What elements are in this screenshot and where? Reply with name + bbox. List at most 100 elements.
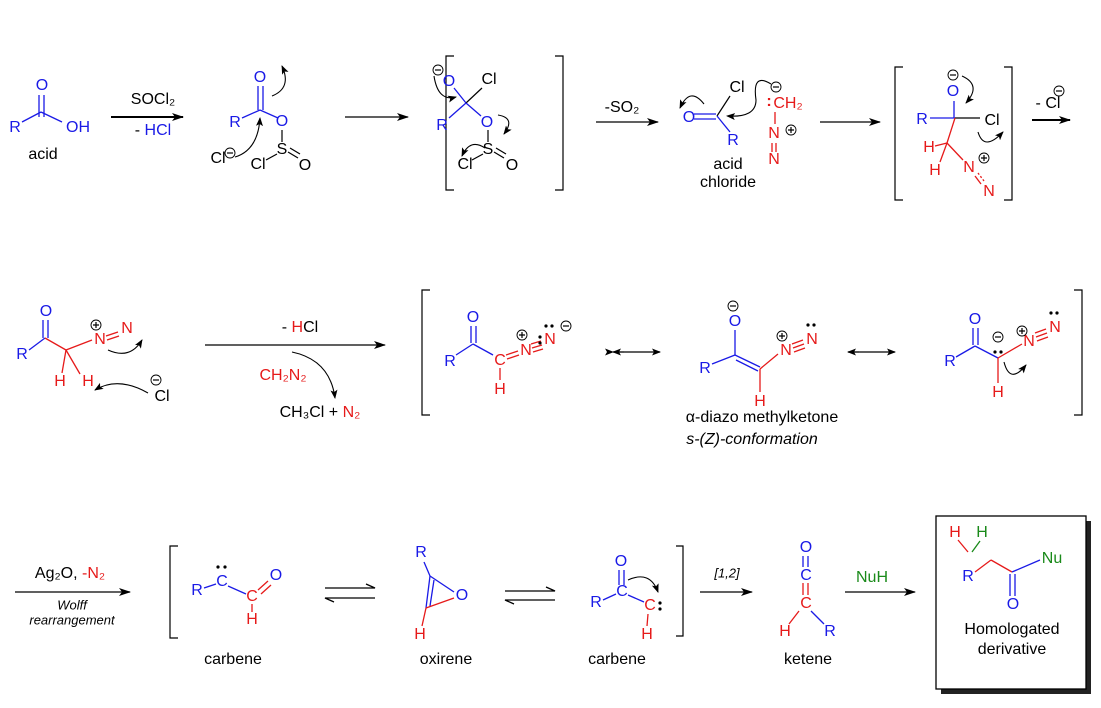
curved-arrow-icon [291, 351, 338, 399]
label-wolff: Wolff [57, 597, 88, 612]
atom-C: C [800, 595, 812, 612]
atom-N: N [780, 342, 792, 359]
chloride-ion: Cl [154, 388, 169, 405]
atom-O: O [1007, 596, 1019, 613]
atom-CH2: CH₂ [773, 95, 802, 112]
atom-O: O [729, 313, 741, 330]
reagent-nuh: NuH [856, 569, 888, 586]
atom-Cl: Cl [250, 156, 265, 173]
label-1-2-shift: [1,2] [713, 565, 740, 580]
atom-H: H [246, 611, 258, 628]
atom-N: N [768, 151, 780, 168]
oxirene: R O H oxirene [414, 544, 472, 668]
atom-R: R [191, 582, 203, 599]
atom-H: H [754, 393, 766, 410]
atom-N: N [544, 331, 556, 348]
atom-O: O [683, 109, 695, 126]
atom-N: N [983, 183, 995, 200]
atom-N: N [1049, 319, 1061, 336]
atom-H: H [54, 373, 66, 390]
resonance-form-3: O R H N N [944, 311, 1061, 401]
atom-H: H [779, 623, 791, 640]
tetrahedral-intermediate: O Cl R O S Cl O [432, 55, 564, 191]
label-derivative: derivative [978, 641, 1047, 658]
atom-R: R [436, 117, 448, 134]
diazonium-ketone: O R H H N N Cl [16, 303, 169, 405]
label-acid-chloride: chloride [700, 174, 756, 191]
bracket [445, 55, 564, 191]
bracket [421, 289, 1083, 416]
label-carbene: carbene [588, 651, 646, 668]
carbene-2: O C R C H carbene [588, 545, 684, 668]
atom-S: S [277, 141, 288, 158]
bracket [676, 545, 684, 637]
atom-R: R [727, 132, 739, 149]
atom-H: H [992, 384, 1004, 401]
atom-Cl: Cl [984, 112, 999, 129]
atom-R: R [229, 114, 241, 131]
atom-Cl: Cl [481, 71, 496, 88]
reagents-ag2o: Ag₂O, -N₂ [35, 565, 105, 582]
label-acid: acid [28, 146, 57, 163]
curved-arrow-icon [94, 382, 149, 394]
atom-S: S [483, 141, 494, 158]
atom-R: R [824, 623, 836, 640]
atom-R: R [962, 568, 974, 585]
lone-pair: : [766, 93, 771, 110]
byproduct-so2: -SO₂ [605, 99, 640, 116]
atom-O: O [800, 539, 812, 556]
equilibrium-arrows [324, 583, 376, 603]
reagent-socl2: SOCl₂ [131, 91, 175, 108]
atom-R: R [699, 360, 711, 377]
step-wolff: Ag₂O, -N₂ Wolff rearrangement [15, 565, 131, 627]
atom-O: O [947, 83, 959, 100]
curved-arrow-icon [433, 75, 457, 103]
curved-arrow-icon [271, 65, 289, 97]
atom-C: C [616, 583, 628, 600]
atom-O: O [615, 553, 627, 570]
byproduct-hcl: - HCl [282, 319, 318, 336]
atom-Nu: Nu [1042, 550, 1062, 567]
chloride-ion: Cl [210, 150, 225, 167]
resonance-form-2: O R H N N [699, 300, 818, 410]
curved-arrow-icon [977, 131, 1004, 143]
atom-C: C [216, 573, 228, 590]
atom-H: H [494, 381, 506, 398]
atom-O: O [276, 113, 288, 130]
atom-N: N [520, 342, 532, 359]
step-nucleophile: NuH [845, 569, 916, 596]
curved-arrow-icon [107, 339, 143, 354]
atom-N: N [94, 331, 106, 348]
byproduct-chloride: - Cl [1036, 95, 1061, 112]
atom-C: C [494, 352, 506, 369]
step-soc12: SOCl₂ - HCl [111, 91, 184, 139]
curved-arrow-icon [961, 75, 974, 104]
atom-O: O [299, 157, 311, 174]
atom-O: O [467, 309, 479, 326]
label-ketene: ketene [784, 651, 832, 668]
atom-R: R [16, 346, 28, 363]
label-acid-chloride: acid [713, 156, 742, 173]
atom-N: N [768, 125, 780, 142]
atom-H: H [949, 524, 961, 541]
reagent-ch2n2: CH₂N₂ [259, 367, 306, 384]
label-oxirene: oxirene [420, 651, 473, 668]
atom-H: H [414, 626, 426, 643]
atom-N: N [1023, 333, 1035, 350]
atom-R: R [9, 119, 21, 136]
atom-H: H [976, 524, 988, 541]
atom-N: N [806, 331, 818, 348]
atom-H: H [82, 373, 94, 390]
atom-O: O [969, 311, 981, 328]
atom-N: N [963, 159, 975, 176]
atom-R: R [944, 353, 956, 370]
product-box: H H R Nu O Homologated derivative [935, 515, 1091, 694]
step-loss-so2: -SO₂ [596, 99, 659, 126]
step-shift: [1,2] [700, 565, 753, 596]
atom-O: O [443, 73, 455, 90]
acid-chloride-and-diazomethane: O Cl R acid chloride : CH₂ N N [679, 79, 803, 191]
atom-H: H [923, 139, 935, 156]
caption-diazoketone: α-diazo methylketone [686, 409, 839, 426]
atom-O: O [254, 69, 266, 86]
